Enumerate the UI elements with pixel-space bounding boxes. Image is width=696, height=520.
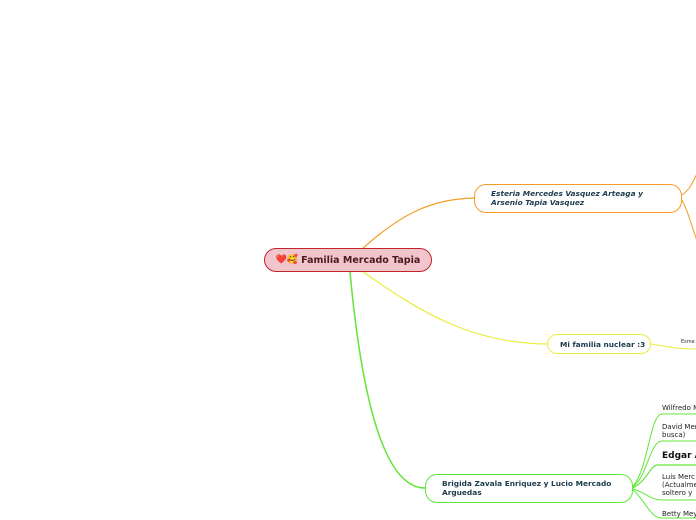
branch-label: Mi familia nuclear :3 <box>560 339 646 349</box>
branch-label: Esteria Mercedes Vasquez Arteaga y Arsen… <box>491 188 643 207</box>
link-orange-down <box>681 199 696 240</box>
leaf-father-2[interactable]: David Mer busca) <box>662 423 696 440</box>
branch-label: Brigida Zavala Enriquez y Lucio Mercado … <box>442 478 612 497</box>
leaf-father-5[interactable]: Betty Mey <box>662 510 696 518</box>
branch-parents-father[interactable]: Brigida Zavala Enriquez y Lucio Mercado … <box>425 474 633 503</box>
link-green-2 <box>632 440 696 488</box>
link-yellow-child <box>650 343 696 350</box>
root-node[interactable]: ❤️🥰 Familia Mercado Tapia <box>264 248 432 272</box>
link-root-parents-father <box>349 271 426 489</box>
heart-face-icons: ❤️🥰 <box>275 255 299 265</box>
link-green-5 <box>632 489 696 519</box>
link-green-3 <box>632 464 696 489</box>
link-orange-up <box>681 174 696 196</box>
leaf-father-3[interactable]: Edgar A <box>662 451 696 461</box>
leaf-nuclear-1[interactable]: Esme <box>681 339 695 345</box>
link-green-4 <box>632 488 696 501</box>
leaf-father-4[interactable]: Luis Merc (Actualme soltero y <box>662 473 696 498</box>
link-root-nuclear <box>361 270 548 345</box>
branch-nuclear-family[interactable]: Mi familia nuclear :3 <box>547 334 651 354</box>
root-label: Familia Mercado Tapia <box>301 254 421 266</box>
leaf-father-1[interactable]: Wilfredo M <box>662 404 696 412</box>
link-root-parents-mother <box>361 197 475 250</box>
link-green-1 <box>632 413 696 487</box>
branch-parents-mother[interactable]: Esteria Mercedes Vasquez Arteaga y Arsen… <box>474 184 682 213</box>
